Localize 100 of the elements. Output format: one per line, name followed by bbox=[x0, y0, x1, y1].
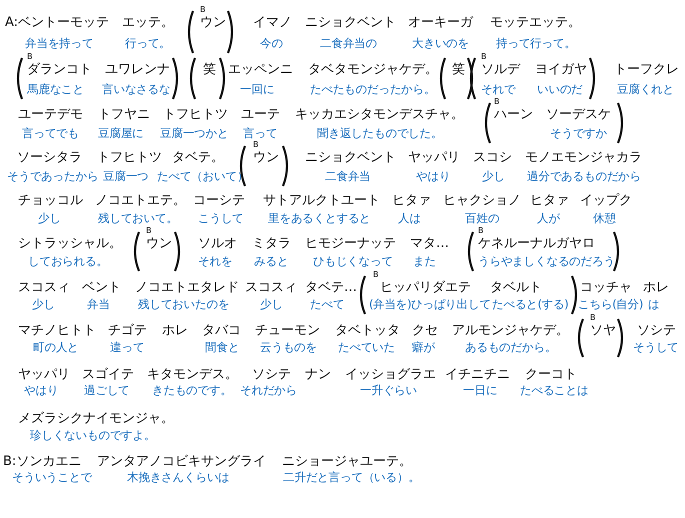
dialect-word: ミタラ bbox=[252, 236, 291, 250]
dialect-word: メズラシクナイモンジャ。 bbox=[18, 412, 174, 424]
dialect-word: ヒタァ bbox=[392, 194, 431, 206]
gloss-text: そうであったから bbox=[7, 171, 98, 182]
gloss-text: こうして bbox=[198, 213, 244, 224]
dialect-word: トフヤニ bbox=[98, 108, 150, 120]
gloss-text: 大きいのを bbox=[412, 38, 470, 50]
gloss-text: 持って行って。 bbox=[496, 38, 576, 50]
dialect-word: ハーン bbox=[494, 108, 533, 120]
speaker-mark: B bbox=[481, 53, 486, 61]
gloss-text: 少し bbox=[32, 299, 55, 310]
gloss-text: 聞き返したものでした。 bbox=[317, 128, 442, 140]
gloss-text: たべると(する) bbox=[492, 299, 568, 310]
gloss-text: は bbox=[648, 299, 660, 310]
gloss-text: 一升ぐらい bbox=[360, 385, 418, 396]
gloss-text: たべていた bbox=[338, 342, 396, 354]
gloss-text: うらやましくなるのだろう bbox=[478, 256, 615, 268]
gloss-text: 人は bbox=[398, 213, 421, 224]
gloss-text: 二食弁当の bbox=[320, 38, 378, 50]
gloss-text: 里をあるくとすると bbox=[268, 213, 371, 224]
dialect-word: ヒッパリダエテ bbox=[380, 280, 471, 294]
gloss-text: 少し bbox=[38, 213, 61, 224]
speaker-mark: B bbox=[253, 141, 258, 149]
dialect-word: B:ソンカエニ bbox=[3, 454, 82, 468]
dialect-word: サトアルクトユート bbox=[263, 194, 380, 206]
dialect-word: イッショグラエ bbox=[345, 368, 436, 380]
gloss-text: 一回に bbox=[240, 84, 274, 96]
gloss-text: 豆腐屋に bbox=[98, 128, 144, 140]
dialect-word: ソシテ bbox=[252, 368, 291, 380]
gloss-text: それを bbox=[198, 256, 232, 268]
gloss-text: 過ごして bbox=[84, 385, 130, 396]
gloss-text: 二升だと言って（いる）。 bbox=[283, 472, 420, 484]
gloss-text: しておられる。 bbox=[28, 256, 108, 268]
gloss-text: 言って bbox=[243, 128, 278, 140]
gloss-text: こちら(自分) bbox=[578, 299, 643, 310]
dialect-word: ホレ bbox=[643, 280, 669, 294]
gloss-text: 今の bbox=[260, 38, 283, 50]
dialect-word: タベトッタ bbox=[335, 324, 400, 336]
dialect-word: イップク bbox=[580, 194, 632, 206]
dialect-word: ケネルーナルガヤロ bbox=[478, 236, 595, 250]
dialect-word: シトラッシャル。 bbox=[18, 236, 122, 250]
dialect-word: トフヒトツ bbox=[163, 108, 228, 120]
gloss-text: 弁当 bbox=[87, 299, 110, 310]
gloss-text: 癖が bbox=[412, 342, 435, 354]
dialect-word: コーシテ bbox=[193, 194, 245, 206]
dialect-word: タバコ bbox=[202, 324, 241, 336]
dialect-word: ヒモジーナッテ bbox=[305, 236, 396, 250]
dialect-word: ソルオ bbox=[198, 236, 237, 250]
speaker-mark: B bbox=[373, 271, 378, 279]
dialect-word: タベテ… bbox=[305, 280, 357, 294]
dialect-word: スコスィ bbox=[245, 280, 297, 294]
dialect-word: ナン bbox=[305, 368, 331, 380]
dialect-word: コッチャ bbox=[580, 280, 632, 294]
gloss-text: みると bbox=[254, 256, 288, 268]
dialect-word: イマノ bbox=[253, 16, 292, 28]
dialect-word: ソーデスケ bbox=[546, 108, 611, 120]
gloss-text: (弁当を)ひっぱり出して bbox=[369, 299, 491, 310]
laughter-mark: 笑 bbox=[452, 62, 465, 76]
gloss-text: 云うものを bbox=[260, 342, 318, 354]
dialect-word: モノエモンジャカラ bbox=[525, 150, 642, 164]
dialect-word: ノコエトエテ。 bbox=[95, 194, 186, 206]
dialect-word: ソーシタラ bbox=[17, 150, 82, 164]
dialect-word: ウン bbox=[253, 150, 279, 164]
gloss-text: そうですか bbox=[550, 128, 608, 140]
dialect-word: トーフクレ bbox=[614, 62, 679, 76]
dialect-word: マチノヒトト bbox=[18, 324, 96, 336]
dialect-word: スコシ bbox=[473, 150, 512, 164]
dialect-word: タベルト bbox=[490, 280, 542, 294]
speaker-mark: B bbox=[146, 227, 152, 235]
dialect-word: タベテ。 bbox=[172, 150, 224, 164]
dialect-word: キッカエシタモンデスチャ。 bbox=[295, 108, 464, 120]
dialect-word: ニショージャユーテ。 bbox=[282, 454, 412, 468]
dialect-word: アルモンジャケデ。 bbox=[452, 324, 569, 336]
gloss-text: 違って bbox=[110, 342, 144, 354]
dialect-word: エッテ。 bbox=[122, 16, 174, 28]
dialect-word: ユーテ bbox=[241, 108, 280, 120]
dialect-word: ヤッパリ bbox=[18, 368, 70, 380]
dialect-word: スコスィ bbox=[18, 280, 70, 294]
dialect-word: モッテエッテ。 bbox=[490, 16, 581, 28]
dialect-word: ベント bbox=[82, 280, 121, 294]
gloss-text: 一日に bbox=[463, 385, 498, 396]
gloss-text: 人が bbox=[537, 213, 560, 224]
dialect-word: トフヒトツ bbox=[97, 150, 162, 164]
gloss-text: きたものです。 bbox=[152, 385, 232, 396]
gloss-text: 休憩 bbox=[593, 213, 616, 224]
dialect-word: ニショクベント bbox=[305, 16, 396, 28]
dialect-word: ニショクベント bbox=[305, 150, 396, 164]
dialect-word: ウン bbox=[200, 16, 226, 28]
gloss-text: また bbox=[413, 256, 436, 268]
gloss-text: 行って。 bbox=[125, 38, 171, 50]
gloss-text: 残しておいて。 bbox=[98, 213, 178, 224]
dialect-word: ダランコト bbox=[27, 62, 92, 76]
dialect-word: ユーテデモ bbox=[18, 108, 83, 120]
speaker-mark: B bbox=[478, 227, 484, 235]
speaker-mark: B bbox=[590, 314, 596, 322]
gloss-text: 百姓の bbox=[465, 213, 500, 224]
gloss-text: 残しておいたのを bbox=[138, 299, 230, 310]
speaker-mark: B bbox=[494, 98, 500, 106]
gloss-text: ひもじくなって bbox=[313, 256, 393, 268]
dialect-word: イチニチニ bbox=[445, 368, 510, 380]
